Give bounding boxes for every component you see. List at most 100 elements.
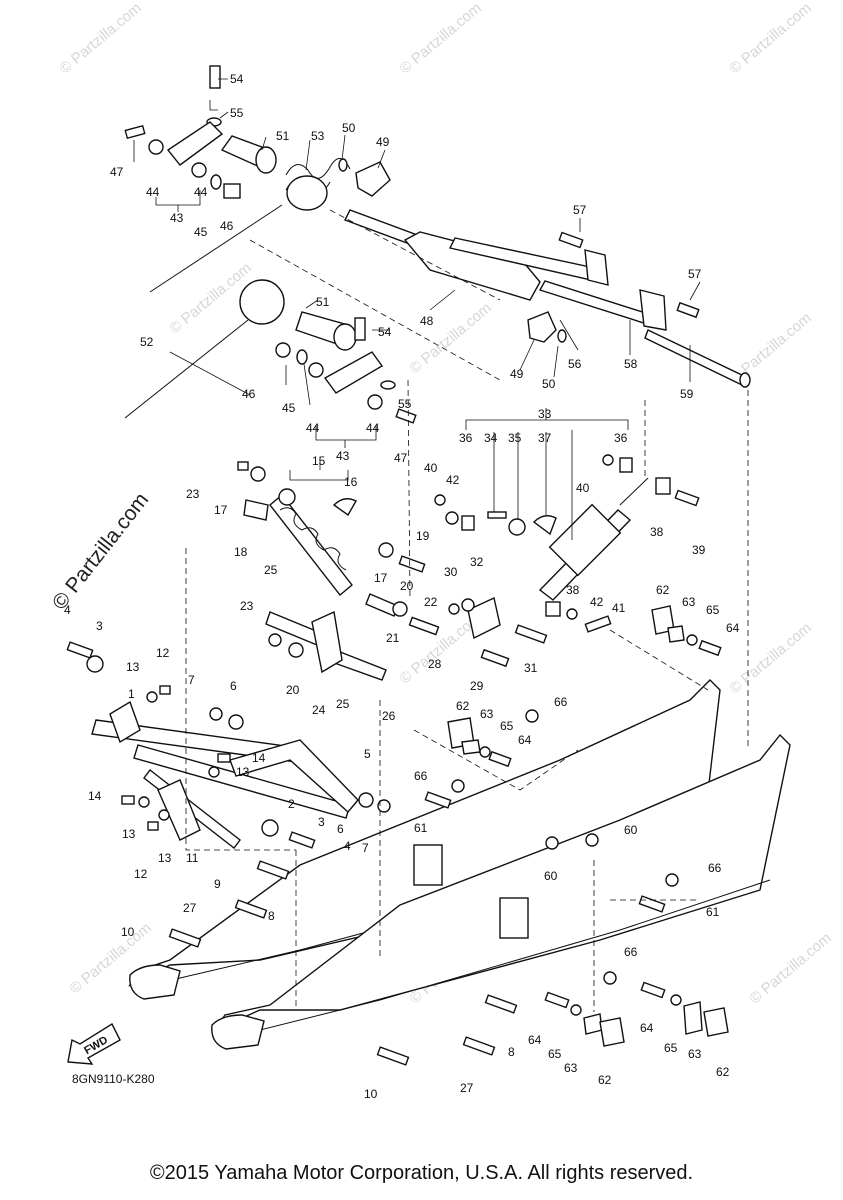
callout-8: 8 bbox=[268, 909, 275, 923]
callout-55: 55 bbox=[230, 106, 244, 120]
callout-59: 59 bbox=[680, 387, 694, 401]
callout-63: 63 bbox=[688, 1047, 702, 1061]
callout-65: 65 bbox=[548, 1047, 562, 1061]
collar-51b-end-icon bbox=[333, 323, 357, 351]
callout-44: 44 bbox=[306, 421, 320, 435]
callout-66: 66 bbox=[708, 861, 722, 875]
callout-17: 17 bbox=[214, 503, 228, 517]
washer-45-icon bbox=[210, 174, 222, 190]
collar-17b-icon bbox=[378, 542, 394, 558]
bolt-29-icon bbox=[480, 648, 510, 668]
torsion-spring-coil-icon bbox=[286, 175, 328, 211]
callout-1: 1 bbox=[128, 687, 135, 701]
bracket-49-icon bbox=[355, 161, 391, 197]
plate-11-icon bbox=[157, 779, 201, 841]
front-shock-15-icon bbox=[269, 493, 353, 597]
circlip-50-icon bbox=[338, 158, 348, 172]
washer-45b-icon bbox=[296, 349, 308, 365]
callout-53: 53 bbox=[311, 129, 325, 143]
callout-5: 5 bbox=[364, 747, 371, 761]
callout-22: 22 bbox=[424, 595, 438, 609]
bolt-64d-icon bbox=[640, 981, 666, 999]
callout-14: 14 bbox=[252, 751, 266, 765]
callout-13: 13 bbox=[126, 660, 140, 674]
callout-39: 39 bbox=[692, 543, 706, 557]
shock-cover-16-icon bbox=[332, 498, 357, 517]
callout-65: 65 bbox=[664, 1041, 678, 1055]
callout-36: 36 bbox=[614, 431, 628, 445]
bolt-34-icon bbox=[487, 511, 507, 519]
washer-65c-icon bbox=[570, 1004, 582, 1016]
bushing-46b-icon bbox=[275, 342, 291, 358]
callout-49: 49 bbox=[510, 367, 524, 381]
block-62d-icon bbox=[703, 1007, 729, 1037]
collar-44c-icon bbox=[367, 394, 383, 410]
callout-40: 40 bbox=[424, 461, 438, 475]
callout-23: 23 bbox=[186, 487, 200, 501]
callout-66: 66 bbox=[554, 695, 568, 709]
callout-62: 62 bbox=[656, 583, 670, 597]
bolt-61-icon bbox=[424, 791, 452, 809]
callout-47: 47 bbox=[110, 165, 124, 179]
collar-51-end-icon bbox=[255, 146, 277, 174]
callout-64: 64 bbox=[528, 1033, 542, 1047]
callout-8: 8 bbox=[508, 1045, 515, 1059]
bolt-4-icon bbox=[66, 641, 94, 659]
slide-rail-group bbox=[127, 679, 791, 1050]
callout-48: 48 bbox=[420, 314, 434, 328]
bolt-22-icon bbox=[408, 616, 440, 636]
rail-block-b-icon bbox=[499, 897, 529, 939]
callout-61: 61 bbox=[706, 905, 720, 919]
callout-3: 3 bbox=[318, 815, 325, 829]
callout-28: 28 bbox=[428, 657, 442, 671]
callout-58: 58 bbox=[624, 357, 638, 371]
front-arm-1-plate-icon bbox=[109, 700, 141, 744]
front-arm-link-group bbox=[124, 279, 417, 424]
bolt-64b-icon bbox=[698, 639, 722, 657]
bolt-39-icon bbox=[674, 489, 700, 507]
callout-13: 13 bbox=[122, 827, 136, 841]
callout-30: 30 bbox=[444, 565, 458, 579]
spring-52-arm-icon bbox=[124, 319, 249, 419]
washer-60-icon bbox=[545, 836, 559, 850]
callout-64: 64 bbox=[518, 733, 532, 747]
rail-block-icon bbox=[413, 844, 443, 886]
bolt-8b-icon bbox=[484, 994, 518, 1014]
callout-32: 32 bbox=[470, 555, 484, 569]
nut-40b-icon bbox=[602, 454, 614, 466]
collar-icon bbox=[148, 139, 164, 155]
callout-64: 64 bbox=[726, 621, 740, 635]
nut-40-icon bbox=[434, 494, 446, 506]
callout-10: 10 bbox=[121, 925, 135, 939]
callout-35: 35 bbox=[508, 431, 522, 445]
washer-13b-icon bbox=[208, 766, 220, 778]
shaft-2-icon bbox=[133, 744, 351, 819]
rail-hardware-group bbox=[168, 605, 729, 1066]
callout-63: 63 bbox=[564, 1061, 578, 1075]
callout-2: 2 bbox=[288, 797, 295, 811]
callout-61: 61 bbox=[414, 821, 428, 835]
callout-6: 6 bbox=[230, 679, 237, 693]
washer-65d-icon bbox=[670, 994, 682, 1006]
callout-63: 63 bbox=[682, 595, 696, 609]
washer-7-icon bbox=[209, 707, 223, 721]
collar-42-icon bbox=[445, 511, 459, 525]
callout-19: 19 bbox=[416, 529, 430, 543]
callout-12: 12 bbox=[156, 646, 170, 660]
callout-20: 20 bbox=[286, 683, 300, 697]
pivot-group bbox=[265, 593, 548, 681]
washer-7b-icon bbox=[377, 799, 391, 813]
callout-38: 38 bbox=[650, 525, 664, 539]
callout-15: 15 bbox=[312, 454, 326, 468]
callout-18: 18 bbox=[234, 545, 248, 559]
upper-arm-group bbox=[124, 65, 391, 293]
bolt-19-icon bbox=[398, 555, 426, 573]
callout-62: 62 bbox=[456, 699, 470, 713]
leader-lines bbox=[133, 78, 701, 540]
nut-12-icon bbox=[159, 685, 171, 695]
bolt-64c-icon bbox=[544, 991, 570, 1009]
washer-13d-icon bbox=[158, 809, 170, 821]
callout-31: 31 bbox=[524, 661, 538, 675]
rail-left-front-icon bbox=[129, 964, 181, 1000]
callout-37: 37 bbox=[538, 431, 552, 445]
